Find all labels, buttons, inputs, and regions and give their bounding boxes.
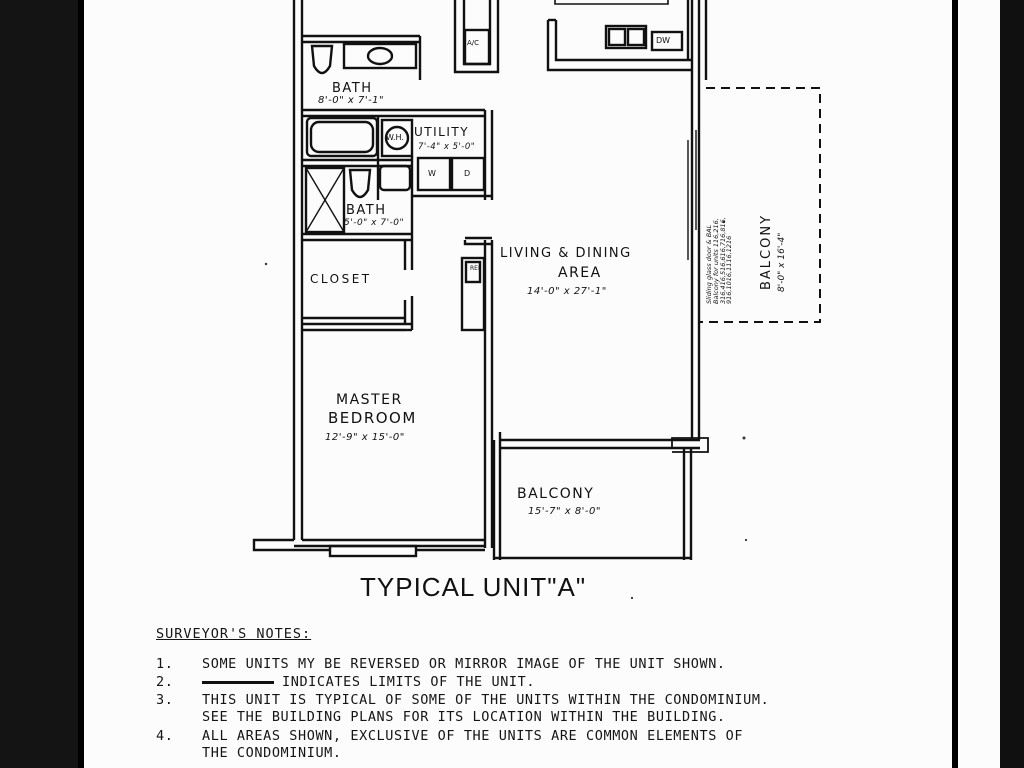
scan-border-left (0, 0, 80, 768)
utility-dimensions: 7'-4" x 5'-0" (418, 142, 476, 152)
utility-label: UTILITY (414, 125, 470, 139)
page-edge-left (78, 0, 84, 768)
bath-2-label: BATH (346, 203, 387, 218)
note-text: INDICATES LIMITS OF THE UNIT. (282, 674, 536, 690)
sliding-door-note-line: 916,1016,1116,1216 (725, 235, 734, 304)
water-heater-label: W.H. (386, 133, 404, 142)
master-bedroom-dimensions: 12'-9" x 15'-0" (325, 432, 405, 443)
bedroom-living-partition (460, 236, 494, 430)
washer-label: W (428, 169, 436, 178)
kitchen-counter (453, 0, 692, 74)
utility-walls (376, 116, 492, 200)
note-text: THE CONDOMINIUM. (202, 745, 342, 761)
notes-heading: SURVEYOR'S NOTES: (156, 626, 312, 642)
note-number: 2. (156, 674, 174, 690)
south-walls (252, 430, 709, 560)
note-text: THIS UNIT IS TYPICAL OF SOME OF THE UNIT… (202, 692, 770, 708)
note-text: SOME UNITS MY BE REVERSED OR MIRROR IMAG… (202, 656, 726, 672)
balcony-east-label: BALCONY (759, 213, 774, 290)
dishwasher-label: DW (656, 36, 671, 45)
bath-1-dimensions: 8'-0" x 7'-1" (318, 95, 385, 106)
refrigerator-label: REF (470, 265, 482, 272)
balcony-east-dimensions: 8'-0" x 16'-4" (777, 232, 787, 292)
living-dining-dimensions: 14'-0" x 27'-1" (527, 286, 607, 297)
bath-2-walls (302, 158, 414, 270)
bath-1-label: BATH (332, 81, 373, 96)
sliding-door-note: Sliding glass door & BAL Balcony for uni… (705, 217, 734, 304)
west-wall (292, 0, 304, 540)
master-bedroom-label-line1: MASTER (336, 392, 403, 408)
note-text: ALL AREAS SHOWN, EXCLUSIVE OF THE UNITS … (202, 728, 744, 744)
scan-border-right (1000, 0, 1024, 768)
document-sheet (80, 0, 1000, 768)
ac-label: A/C (467, 39, 480, 47)
note-number: 3. (156, 692, 174, 708)
note-text-with-limit-line: INDICATES LIMITS OF THE UNIT. (202, 674, 535, 690)
living-dining-label-line2: AREA (558, 265, 602, 281)
note-text: SEE THE BUILDING PLANS FOR ITS LOCATION … (202, 709, 726, 725)
scan-specks (264, 220, 748, 600)
dryer-label: D (464, 169, 471, 178)
balcony-south-dimensions: 15'-7" x 8'-0" (528, 506, 602, 517)
note-number: 1. (156, 656, 174, 672)
master-bedroom-label-line2: BEDROOM (328, 409, 417, 427)
closet-walls (302, 296, 414, 332)
note-number: 4. (156, 728, 174, 744)
unit-limit-line-symbol (202, 680, 274, 684)
closet-label: CLOSET (310, 272, 372, 286)
balcony-south-label: BALCONY (517, 486, 595, 502)
east-balcony-outline (700, 87, 821, 323)
living-dining-label-line1: LIVING & DINING (500, 246, 632, 261)
bath-2-dimensions: 5'-0" x 7'-0" (344, 218, 405, 228)
page-edge-right (952, 0, 958, 768)
sliding-glass-door (687, 130, 697, 260)
plan-caption: TYPICAL UNIT"A" (360, 572, 587, 602)
east-wall (686, 0, 708, 440)
